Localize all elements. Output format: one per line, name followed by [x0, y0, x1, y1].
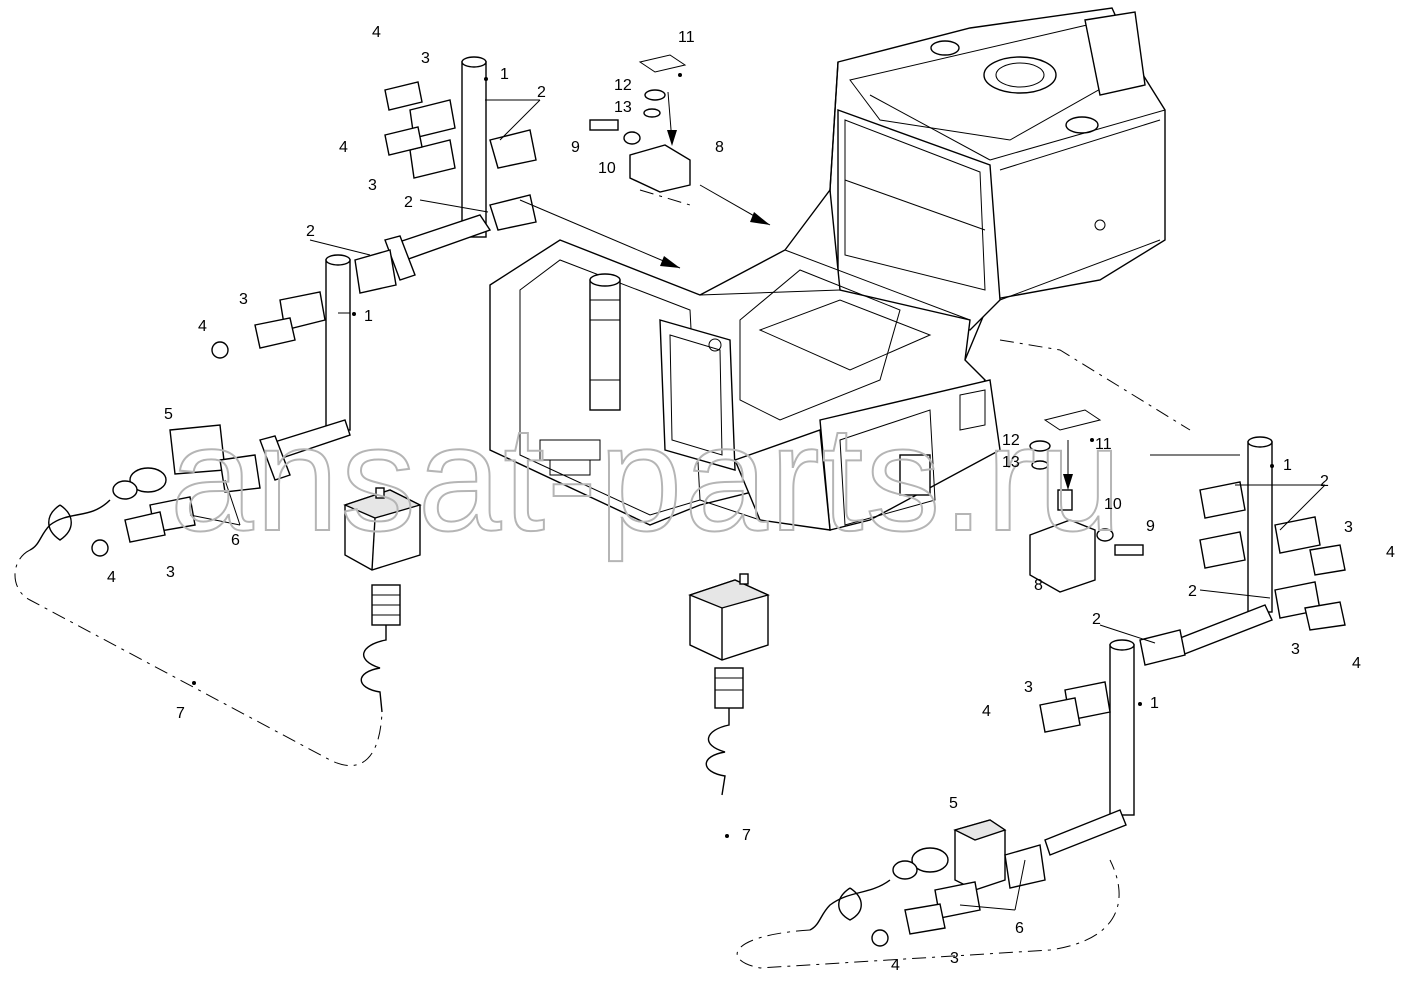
callout-8-right: 8	[1034, 577, 1043, 594]
callout-10-right: 10	[1104, 496, 1122, 513]
pipe-assembly-right	[1039, 436, 1346, 856]
callout-4-right-lower: 4	[982, 703, 991, 720]
leader-lines	[189, 99, 1326, 911]
bracket-assembly-right	[1029, 409, 1144, 593]
callout-3-right-lower: 3	[1024, 679, 1033, 696]
callout-4-bottom-left: 4	[107, 569, 116, 586]
callout-10-top: 10	[598, 160, 616, 177]
callout-6-left: 6	[231, 532, 240, 549]
callout-3-bottom-left: 3	[166, 564, 175, 581]
callout-9-top: 9	[571, 139, 580, 156]
callout-11-right: 11	[1095, 436, 1112, 453]
callout-4-right-mid: 4	[1352, 655, 1361, 672]
callout-4-top: 4	[372, 24, 381, 41]
control-box-right	[809, 819, 1046, 947]
machine-frame	[489, 7, 1166, 531]
callout-7-left: 7	[176, 705, 185, 722]
callout-1-left: 1	[364, 308, 373, 325]
callout-3-upper-left: 3	[368, 177, 377, 194]
callout-3-bottom-right: 3	[950, 950, 959, 967]
callout-5-right: 5	[949, 795, 958, 812]
callout-4-left: 4	[198, 318, 207, 335]
control-box-left	[343, 487, 422, 713]
control-box-center	[688, 573, 770, 796]
callout-dots	[192, 73, 1274, 838]
callout-2-upper-left: 2	[404, 194, 413, 211]
bracket-assembly-upper	[589, 54, 691, 193]
callout-8-top: 8	[715, 139, 724, 156]
pipe-assembly-left	[29, 254, 351, 557]
hose-paths	[14, 189, 1191, 969]
assembly-arrows	[519, 91, 1073, 490]
callout-2-top: 2	[537, 84, 546, 101]
pipe-assembly-upper	[354, 56, 537, 294]
callout-2-right-lower: 2	[1092, 611, 1101, 628]
callout-4-bottom-right: 4	[891, 957, 900, 974]
callout-3-right-upper: 3	[1344, 519, 1353, 536]
callout-3-right-mid: 3	[1291, 641, 1300, 658]
callout-4-right-upper: 4	[1386, 544, 1395, 561]
callout-9-right: 9	[1146, 518, 1155, 535]
callout-13-right: 13	[1002, 454, 1020, 471]
callout-3-left: 3	[239, 291, 248, 308]
callout-1-right: 1	[1283, 457, 1292, 474]
callout-5-left: 5	[164, 406, 173, 423]
callout-12-top: 12	[614, 77, 632, 94]
callout-1-right-lower: 1	[1150, 695, 1159, 712]
callout-2-right-upper: 2	[1320, 473, 1329, 490]
callout-12-right: 12	[1002, 432, 1020, 449]
callout-1-top: 1	[500, 66, 509, 83]
callout-labels: 4 3 1 2 4 3 2 11 12 13 9 8 10 2 3 4 1 5 …	[107, 24, 1395, 974]
callout-6-right: 6	[1015, 920, 1024, 937]
callout-7-center: 7	[742, 827, 751, 844]
callout-3-top: 3	[421, 50, 430, 67]
watermark-text: ansat-parts.ru	[170, 394, 1123, 562]
callout-4-upper-left: 4	[339, 139, 348, 156]
callout-2-left: 2	[306, 223, 315, 240]
callout-13-top: 13	[614, 99, 632, 116]
callout-11-top: 11	[678, 29, 695, 46]
callout-2-right-mid: 2	[1188, 583, 1197, 600]
